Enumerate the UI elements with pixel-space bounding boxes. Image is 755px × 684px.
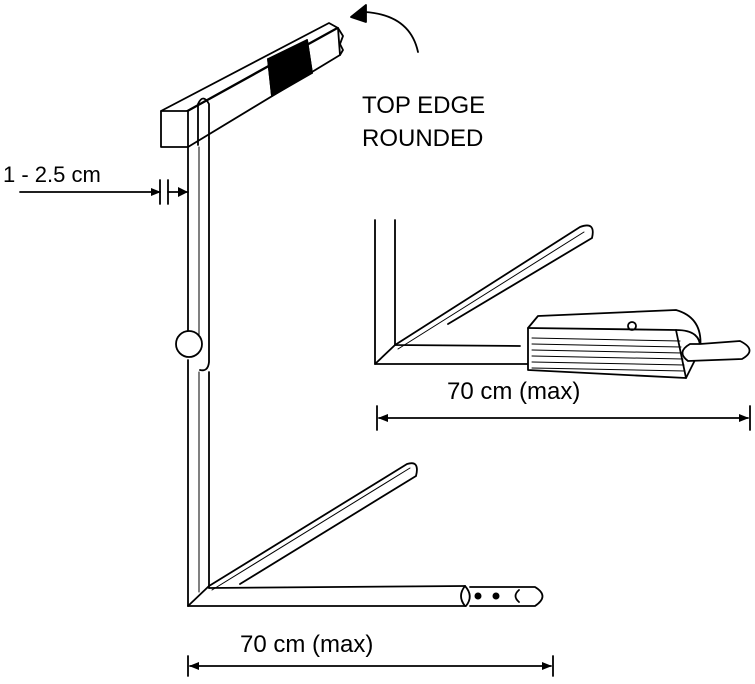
inset-detail: [374, 219, 751, 379]
lower-vertical-rod: [187, 359, 210, 607]
foot-tip: [469, 586, 544, 607]
top-edge-label-line2: ROUNDED: [362, 125, 483, 152]
lower-width-label: 70 cm (max): [240, 631, 373, 658]
lower-width-dimension: [187, 655, 554, 677]
top-edge-label-line1: TOP EDGE: [362, 92, 485, 119]
thickness-label: 1 - 2.5 cm: [3, 162, 101, 187]
thickness-dimension: [19, 179, 189, 205]
top-crossbar: [160, 22, 344, 148]
inset-block: [527, 309, 702, 379]
inset-width-dimension: [376, 405, 751, 431]
lower-base: [187, 462, 544, 607]
inset-width-label: 70 cm (max): [447, 378, 580, 405]
black-band: [267, 39, 313, 97]
upper-vertical-rod: [187, 137, 210, 372]
curved-pointer-arrow: [364, 11, 419, 53]
adjustment-knob: [175, 330, 203, 358]
